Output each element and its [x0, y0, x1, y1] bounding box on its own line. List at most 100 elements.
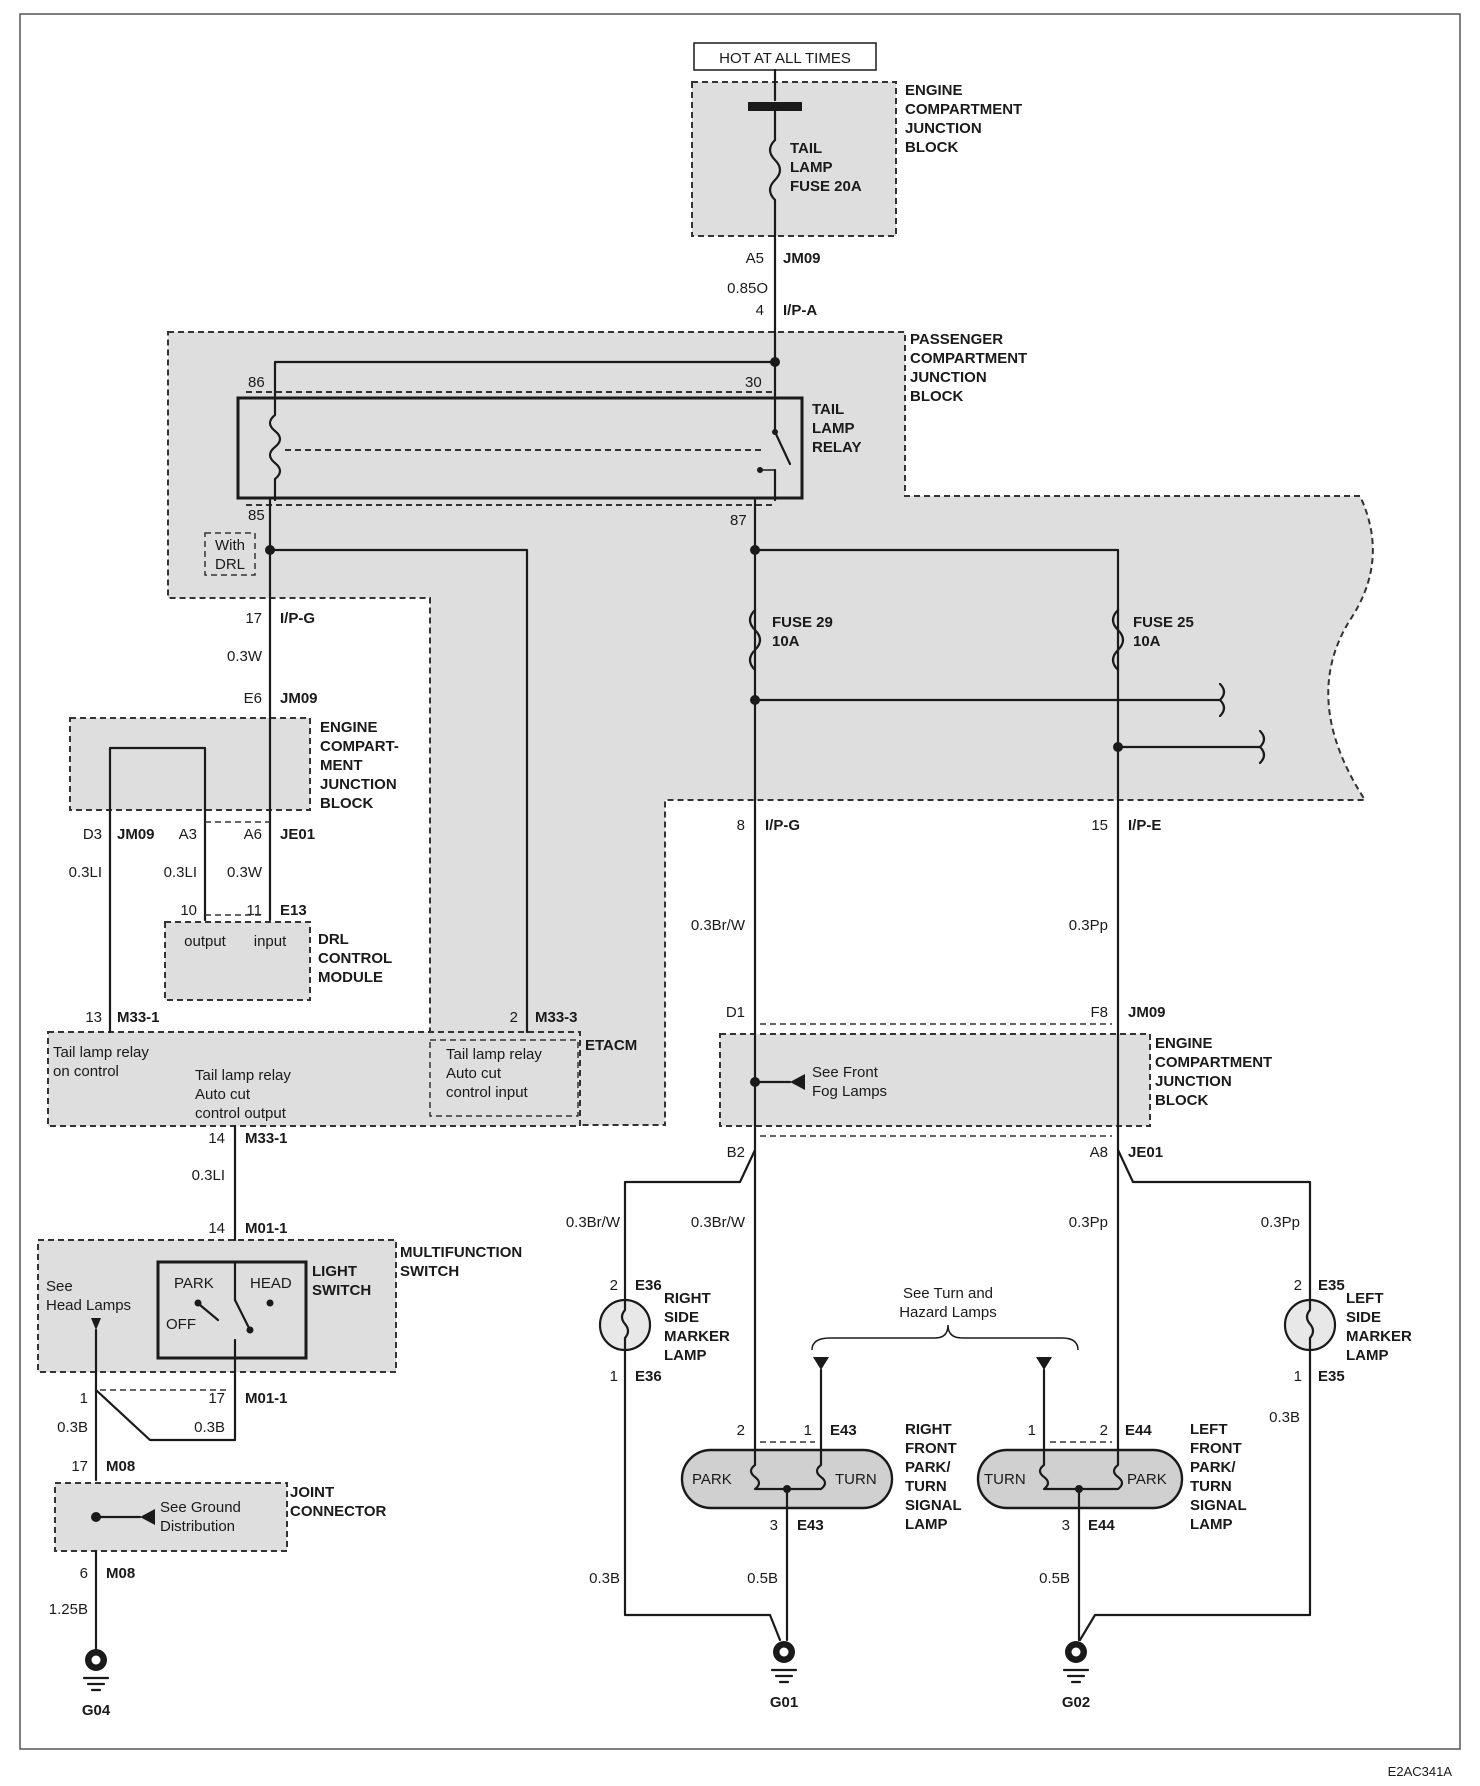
hot-at-all-times-label: HOT AT ALL TIMES — [719, 50, 851, 67]
ground-g02-label: G02 — [1062, 1694, 1090, 1711]
conn-e13: E13 — [280, 902, 307, 919]
svg-text:PARK/: PARK/ — [1190, 1459, 1236, 1476]
wire-03brw-main: 0.3Br/W — [691, 917, 746, 934]
rf-title: RIGHT FRONT PARK/ TURN SIGNAL LAMP — [905, 1421, 962, 1533]
svg-text:See Front: See Front — [812, 1064, 879, 1081]
svg-text:Tail lamp relay: Tail lamp relay — [53, 1044, 149, 1061]
see-head-lamps: See Head Lamps — [46, 1278, 131, 1314]
pin-87: 87 — [730, 512, 747, 529]
svg-text:COMPART-: COMPART- — [320, 738, 399, 755]
svg-text:TURN: TURN — [905, 1478, 947, 1495]
svg-text:MODULE: MODULE — [318, 969, 383, 986]
svg-text:control input: control input — [446, 1084, 529, 1101]
svg-text:BLOCK: BLOCK — [905, 139, 958, 156]
svg-text:FUSE 29: FUSE 29 — [772, 614, 833, 631]
svg-text:Auto cut: Auto cut — [446, 1065, 502, 1082]
ground-g04-symbol — [82, 1649, 110, 1692]
tail-lamp-relay-label: TAIL LAMP RELAY — [812, 401, 861, 456]
svg-text:Auto cut: Auto cut — [195, 1086, 251, 1103]
multifunction-title: MULTIFUNCTION SWITCH — [400, 1244, 522, 1280]
svg-text:COMPARTMENT: COMPARTMENT — [905, 101, 1022, 118]
tail-lamp-fuse-label: TAIL LAMP FUSE 20A — [790, 140, 862, 195]
lsm-conn-bottom: E35 — [1318, 1368, 1345, 1385]
lf-conn: E44 — [1125, 1422, 1152, 1439]
svg-text:LAMP: LAMP — [812, 420, 855, 437]
lf-conn-3: E44 — [1088, 1517, 1115, 1534]
svg-text:See: See — [46, 1278, 73, 1295]
relay-coil — [268, 398, 282, 502]
with-drl-line1: With — [215, 537, 245, 554]
svg-text:ENGINE: ENGINE — [320, 719, 378, 736]
svg-text:FRONT: FRONT — [905, 1440, 957, 1457]
pin-6-m08: 6 — [80, 1565, 88, 1582]
svg-text:ENGINE: ENGINE — [1155, 1035, 1213, 1052]
drl-output-label: output — [184, 933, 227, 950]
svg-text:RIGHT: RIGHT — [664, 1290, 711, 1307]
svg-text:RELAY: RELAY — [812, 439, 861, 456]
svg-text:ENGINE: ENGINE — [905, 82, 963, 99]
light-switch-box — [156, 1260, 308, 1360]
svg-text:PARK/: PARK/ — [905, 1459, 951, 1476]
pin-d1: D1 — [726, 1004, 745, 1021]
svg-text:TURN: TURN — [1190, 1478, 1232, 1495]
svg-text:SIGNAL: SIGNAL — [1190, 1497, 1247, 1514]
pin-85: 85 — [248, 507, 265, 524]
light-switch-label: LIGHT SWITCH — [312, 1263, 371, 1299]
pin-a6: A6 — [244, 826, 262, 843]
ground-g04-label: G04 — [82, 1702, 111, 1719]
svg-text:BLOCK: BLOCK — [320, 795, 373, 812]
svg-text:LEFT: LEFT — [1190, 1421, 1228, 1438]
bus-bar — [748, 102, 802, 111]
pin-86: 86 — [248, 374, 265, 391]
svg-text:SIGNAL: SIGNAL — [905, 1497, 962, 1514]
pin-17-m08: 17 — [71, 1458, 88, 1475]
wire-03b-a: 0.3B — [57, 1419, 88, 1436]
svg-text:JOINT: JOINT — [290, 1484, 334, 1501]
wire-lsm-03b: 0.3B — [1269, 1409, 1300, 1426]
lf-pin-2: 2 — [1100, 1422, 1108, 1439]
svg-text:MENT: MENT — [320, 757, 363, 774]
svg-text:CONTROL: CONTROL — [318, 950, 392, 967]
left-side-marker-lamp — [1283, 1298, 1337, 1352]
wire-03brw-b: 0.3Br/W — [691, 1214, 746, 1231]
wire-03pp-b: 0.3Pp — [1261, 1214, 1300, 1231]
conn-jm09-top: JM09 — [783, 250, 821, 267]
off-position: OFF — [166, 1316, 196, 1333]
svg-text:MULTIFUNCTION: MULTIFUNCTION — [400, 1244, 522, 1261]
wire-rf-05b: 0.5B — [747, 1570, 778, 1587]
wire-a6: 0.3W — [227, 864, 263, 881]
svg-text:10A: 10A — [772, 633, 800, 650]
svg-text:PASSENGER: PASSENGER — [910, 331, 1003, 348]
svg-text:FUSE 25: FUSE 25 — [1133, 614, 1194, 631]
conn-ipe: I/P-E — [1128, 817, 1161, 834]
rsm-pin-2: 2 — [610, 1277, 618, 1294]
engine-jb-right-title: ENGINE COMPARTMENT JUNCTION BLOCK — [1155, 1035, 1272, 1109]
svg-text:SWITCH: SWITCH — [312, 1282, 371, 1299]
fuse-25-symbol — [1111, 608, 1125, 672]
conn-je01-a8: JE01 — [1128, 1144, 1163, 1161]
see-turn-hazard: See Turn and Hazard Lamps — [899, 1285, 997, 1321]
pin-13: 13 — [85, 1009, 102, 1026]
tail-lamp-relay-box — [236, 396, 804, 500]
svg-text:JUNCTION: JUNCTION — [910, 369, 987, 386]
pin-f8: F8 — [1090, 1004, 1108, 1021]
svg-text:LAMP: LAMP — [664, 1347, 707, 1364]
svg-text:MARKER: MARKER — [1346, 1328, 1412, 1345]
wire-03w: 0.3W — [227, 648, 263, 665]
rf-conn: E43 — [830, 1422, 857, 1439]
rsm-pin-1: 1 — [610, 1368, 618, 1385]
pin-11: 11 — [246, 902, 262, 919]
pin-30: 30 — [745, 374, 762, 391]
lf-pin-1: 1 — [1028, 1422, 1036, 1439]
svg-text:10A: 10A — [1133, 633, 1161, 650]
svg-text:COMPARTMENT: COMPARTMENT — [910, 350, 1027, 367]
conn-m08-top: M08 — [106, 1458, 135, 1475]
conn-jm09-d3: JM09 — [117, 826, 155, 843]
wire-03pp-a: 0.3Pp — [1069, 1214, 1108, 1231]
etacm-region — [48, 1032, 580, 1126]
rsm-conn-top: E36 — [635, 1277, 662, 1294]
svg-text:BLOCK: BLOCK — [910, 388, 963, 405]
rf-conn-3: E43 — [797, 1517, 824, 1534]
pin-4: 4 — [756, 302, 764, 319]
pin-a5: A5 — [746, 250, 764, 267]
